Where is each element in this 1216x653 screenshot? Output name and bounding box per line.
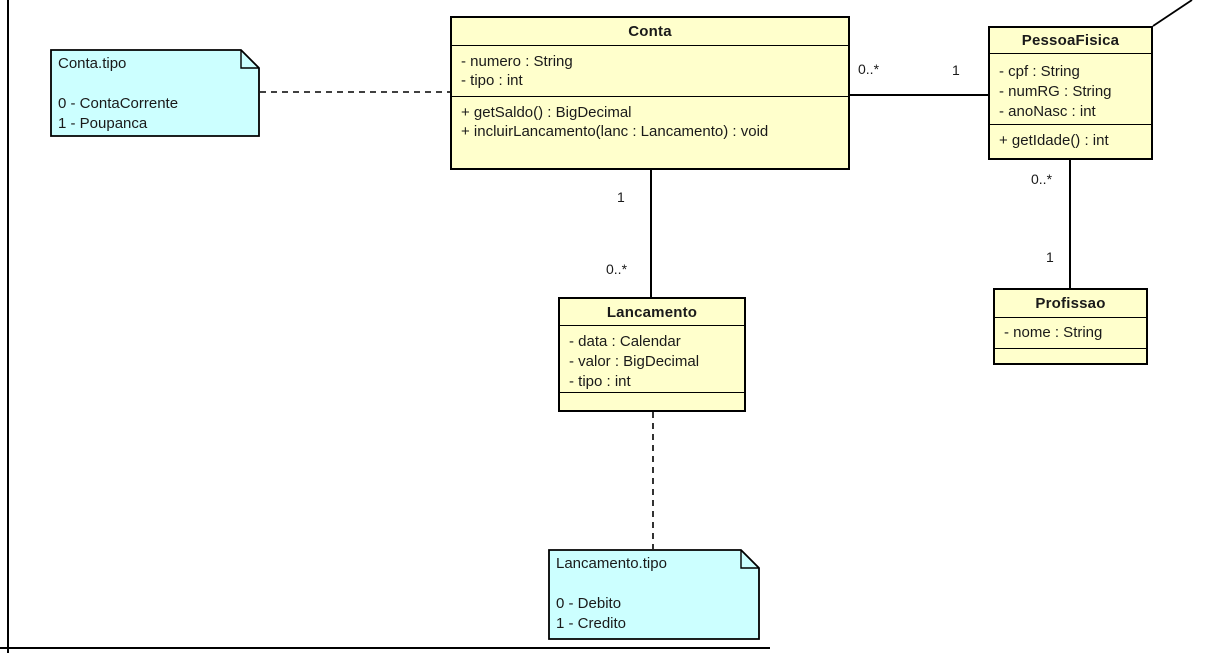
note-line: 1 - Poupanca xyxy=(58,115,148,132)
multiplicity-label: 0..* xyxy=(606,261,628,277)
methods-compartment xyxy=(560,392,744,410)
attributes-compartment: - data : Calendar - valor : BigDecimal -… xyxy=(560,325,744,392)
class-pessoafisica[interactable]: PessoaFisica - cpf : String - numRG : St… xyxy=(988,26,1153,160)
class-attribute: - nome : String xyxy=(1004,324,1103,341)
multiplicity-label: 0..* xyxy=(1031,171,1053,187)
class-attribute: - numero : String xyxy=(461,53,573,70)
class-attribute: - cpf : String xyxy=(999,63,1080,80)
methods-compartment: + getSaldo() : BigDecimal + incluirLanca… xyxy=(452,96,848,168)
note-conta-tipo[interactable]: Conta.tipo 0 - ContaCorrente 1 - Poupanc… xyxy=(50,49,260,137)
class-title: Profissao xyxy=(1035,295,1106,312)
methods-compartment xyxy=(995,348,1146,363)
note-spacer xyxy=(58,74,252,94)
note-shape xyxy=(50,49,260,137)
note-lancamento-tipo[interactable]: Lancamento.tipo 0 - Debito 1 - Credito xyxy=(548,549,760,640)
methods-compartment: + getIdade() : int xyxy=(990,124,1151,158)
note-line: 0 - ContaCorrente xyxy=(58,95,179,112)
class-attribute: - valor : BigDecimal xyxy=(569,353,700,370)
class-conta[interactable]: Conta - numero : String - tipo : int + g… xyxy=(450,16,850,170)
attributes-compartment: - cpf : String - numRG : String - anoNas… xyxy=(990,53,1151,124)
class-attribute: - tipo : int xyxy=(461,72,523,89)
attributes-compartment: - numero : String - tipo : int xyxy=(452,45,848,96)
multiplicity-label: 1 xyxy=(617,189,625,205)
class-attribute: - tipo : int xyxy=(569,373,631,390)
class-method: + getSaldo() : BigDecimal xyxy=(461,104,632,121)
note-line: 1 - Credito xyxy=(556,615,627,632)
class-attribute: - data : Calendar xyxy=(569,333,681,350)
class-title: Conta xyxy=(628,23,672,40)
class-attribute: - anoNasc : int xyxy=(999,103,1096,120)
association-pessoafisica-offscreen[interactable] xyxy=(1152,0,1193,27)
multiplicity-label: 1 xyxy=(952,62,960,78)
class-attribute: - numRG : String xyxy=(999,83,1112,100)
attributes-compartment: - nome : String xyxy=(995,317,1146,348)
note-title: Conta.tipo xyxy=(58,55,127,72)
note-shape xyxy=(548,549,760,640)
class-method: + incluirLancamento(lanc : Lancamento) :… xyxy=(461,123,769,140)
class-title: Lancamento xyxy=(606,303,698,321)
note-title: Lancamento.tipo xyxy=(556,555,667,572)
multiplicity-label: 1 xyxy=(1046,249,1054,265)
multiplicity-label: 0..* xyxy=(858,61,880,77)
class-method: + getIdade() : int xyxy=(999,132,1109,149)
class-profissao[interactable]: Profissao - nome : String xyxy=(993,288,1148,365)
note-spacer xyxy=(556,574,752,594)
class-title: PessoaFisica xyxy=(1021,32,1120,49)
note-line: 0 - Debito xyxy=(556,595,622,612)
class-lancamento[interactable]: Lancamento - data : Calendar - valor : B… xyxy=(558,297,746,412)
